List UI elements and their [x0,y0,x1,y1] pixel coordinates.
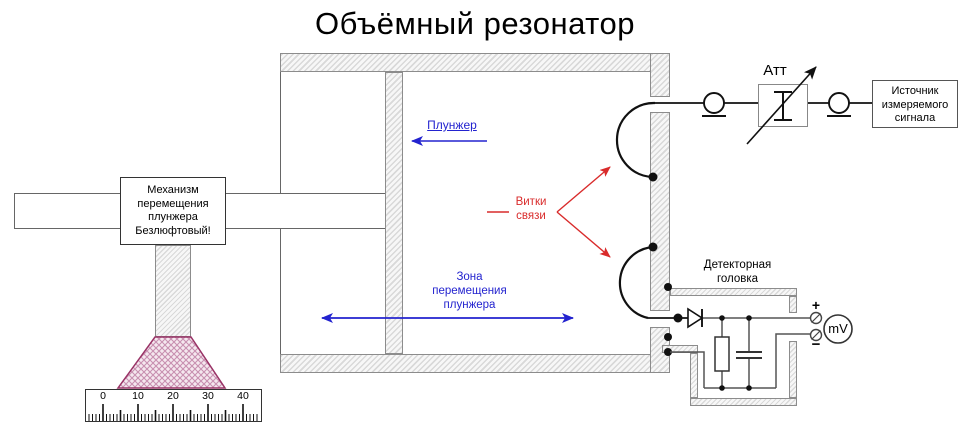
zone-label: Зона перемещения плунжера [412,270,527,312]
coupling-label-line: связи [516,209,546,222]
detector-label-line: головка [716,272,759,285]
mechanism-box: Механизм перемещения плунжера Безлюфтовы… [120,177,226,245]
coupling-label-line: Витки [515,196,547,208]
mechanism-line: перемещения [137,197,209,210]
mechanism-line: Безлюфтовый! [135,224,211,237]
cavity-right-wall-middle [650,112,670,311]
ruler-tick-label: 20 [167,390,179,402]
ruler-tick-label: 0 [100,390,106,402]
meter-label: mV [828,321,848,336]
detector-shield-left-link [662,345,698,353]
source-box: Источник измеряемого сигнала [872,80,958,128]
minus-terminal-label: − [811,336,821,353]
attenuator-box [758,84,808,127]
cavity-top-wall [280,53,670,72]
plus-terminal-label: + [811,297,821,313]
capacitor-icon [736,351,762,359]
ruler-tick-label: 10 [132,390,144,402]
mechanism-line: плунжера [148,211,198,223]
source-line: сигнала [894,112,936,124]
detector-shield-right-lower [789,341,797,398]
zone-label-line: плунжера [443,299,496,311]
detector-shield-bottom [690,398,797,406]
detector-label-line: Детекторная [703,259,772,271]
source-line: Источник [891,85,939,97]
pointer-cone [116,336,227,389]
attenuator-label: Атт [763,62,787,79]
zone-label-line: Зона [456,271,483,283]
ruler-tick-label: 30 [202,390,214,402]
diode-icon [687,307,704,329]
detector-shield-right-upper [789,296,797,313]
detector-shield-top [670,288,797,296]
plunger [385,72,403,354]
mechanism-column [155,245,191,337]
mechanism-line: Механизм [147,184,199,196]
ruler-tick-label: 40 [237,390,249,402]
cavity-right-wall-upper [650,53,670,97]
detector-label: Детекторная головка [685,259,790,286]
diagram-title: Объёмный резонатор [314,6,635,41]
zone-label-line: перемещения [432,285,507,297]
resistor-icon [714,336,730,372]
source-line: измеряемого [881,98,949,111]
detector-shield-left [690,353,698,398]
circuit-junction-dots [719,315,752,391]
cavity-bottom-wall [280,354,670,373]
coupling-label: Витки связи [504,196,558,223]
plunger-label: Плунжер [427,118,477,132]
